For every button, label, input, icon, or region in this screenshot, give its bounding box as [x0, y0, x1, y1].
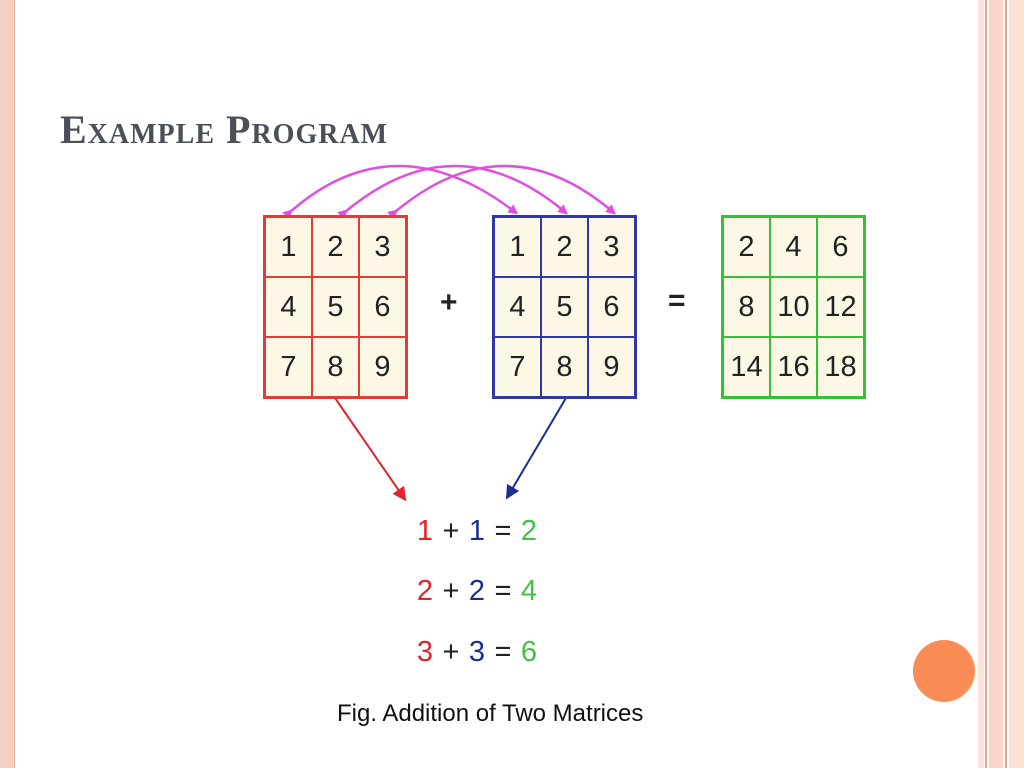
equation-term-a: 3 [416, 636, 434, 668]
matrix-b-cell: 8 [541, 337, 588, 397]
blue-arrow [505, 397, 567, 500]
matrix-b-cell: 7 [494, 337, 541, 397]
equation-equals: = [494, 515, 512, 547]
matrix-b-cell: 3 [588, 217, 635, 277]
equation-result: 4 [520, 575, 538, 607]
equation-equals: = [494, 636, 512, 668]
arc-3 [387, 164, 617, 220]
matrix-result-cell: 6 [817, 217, 864, 277]
matrix-a-cell: 9 [359, 337, 406, 397]
equation-plus: + [442, 515, 460, 547]
matrix-result-cell: 14 [723, 337, 770, 397]
equation-term-a: 1 [416, 515, 434, 547]
matrix-a-cell: 4 [265, 277, 312, 337]
matrix-a-cell: 5 [312, 277, 359, 337]
equation-term-b: 2 [468, 575, 486, 607]
title-container: Example Program [60, 100, 480, 144]
matrix-b-cell: 9 [588, 337, 635, 397]
matrix-a-cell: 2 [312, 217, 359, 277]
matrix-a-cell: 6 [359, 277, 406, 337]
matrix-a-cell: 7 [265, 337, 312, 397]
matrix-a: 1 2 3 4 5 6 7 8 9 [263, 215, 408, 399]
slide-title: Example Program [60, 107, 389, 144]
matrix-result: 2 4 6 8 10 12 14 16 18 [721, 215, 866, 399]
matrix-result-cell: 2 [723, 217, 770, 277]
plus-operator: + [440, 286, 458, 319]
left-decorative-bar [0, 0, 15, 768]
matrix-result-cell: 10 [770, 277, 817, 337]
equation-term-b: 3 [468, 636, 486, 668]
equation-plus: + [442, 636, 460, 668]
equation-term-b: 1 [468, 515, 486, 547]
matrix-b: 1 2 3 4 5 6 7 8 9 [492, 215, 637, 399]
matrix-result-cell: 18 [817, 337, 864, 397]
equation-result: 6 [520, 636, 538, 668]
matrix-result-cell: 16 [770, 337, 817, 397]
matrix-a-cell: 3 [359, 217, 406, 277]
matrix-b-cell: 6 [588, 277, 635, 337]
equals-operator: = [668, 284, 686, 317]
red-arrow [334, 397, 407, 502]
arc-1 [282, 164, 519, 220]
equation-row-2: 2 + 2 = 4 [414, 575, 540, 608]
arc-2 [337, 164, 569, 220]
right-decorative-stripes [978, 0, 1024, 768]
equation-row-3: 3 + 3 = 6 [414, 636, 540, 669]
orange-circle-decoration [913, 640, 975, 702]
figure-caption: Fig. Addition of Two Matrices [337, 700, 644, 727]
matrix-b-cell: 1 [494, 217, 541, 277]
equation-result: 2 [520, 515, 538, 547]
equation-equals: = [494, 575, 512, 607]
matrix-a-cell: 1 [265, 217, 312, 277]
equation-plus: + [442, 575, 460, 607]
matrix-b-cell: 4 [494, 277, 541, 337]
matrix-result-cell: 4 [770, 217, 817, 277]
equation-row-1: 1 + 1 = 2 [414, 515, 540, 548]
matrix-b-cell: 2 [541, 217, 588, 277]
matrix-a-cell: 8 [312, 337, 359, 397]
matrix-result-cell: 12 [817, 277, 864, 337]
equation-term-a: 2 [416, 575, 434, 607]
matrix-result-cell: 8 [723, 277, 770, 337]
matrix-b-cell: 5 [541, 277, 588, 337]
